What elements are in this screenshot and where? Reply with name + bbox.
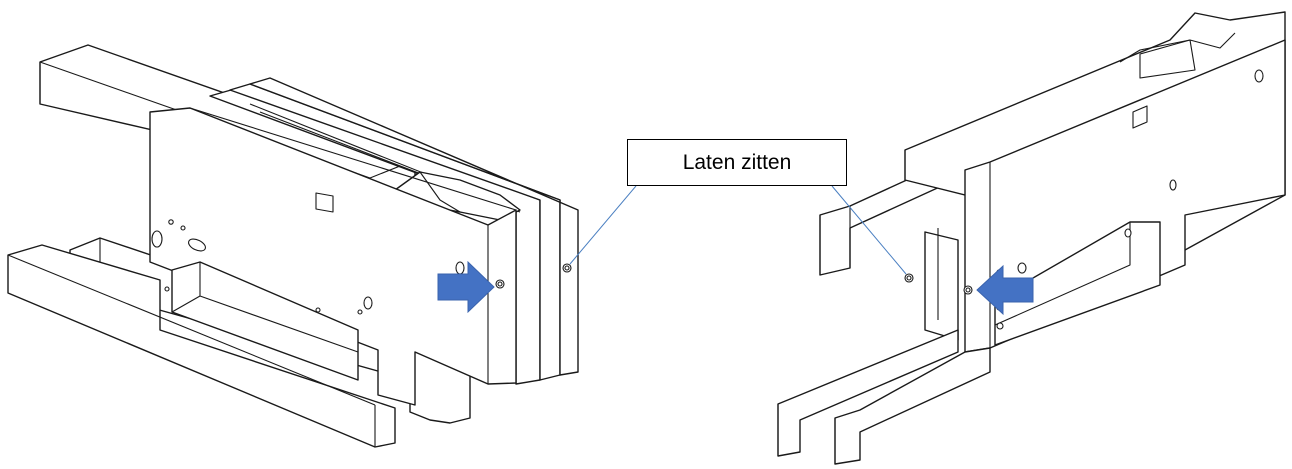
callout-label: Laten zitten bbox=[627, 139, 847, 186]
arrow-left-icon bbox=[976, 264, 1034, 316]
right-assembly bbox=[777, 11, 1286, 465]
leader-line-right bbox=[831, 185, 907, 275]
arrow-right-icon bbox=[437, 260, 495, 314]
leader-line-left bbox=[569, 185, 637, 265]
left-assembly bbox=[7, 44, 579, 448]
